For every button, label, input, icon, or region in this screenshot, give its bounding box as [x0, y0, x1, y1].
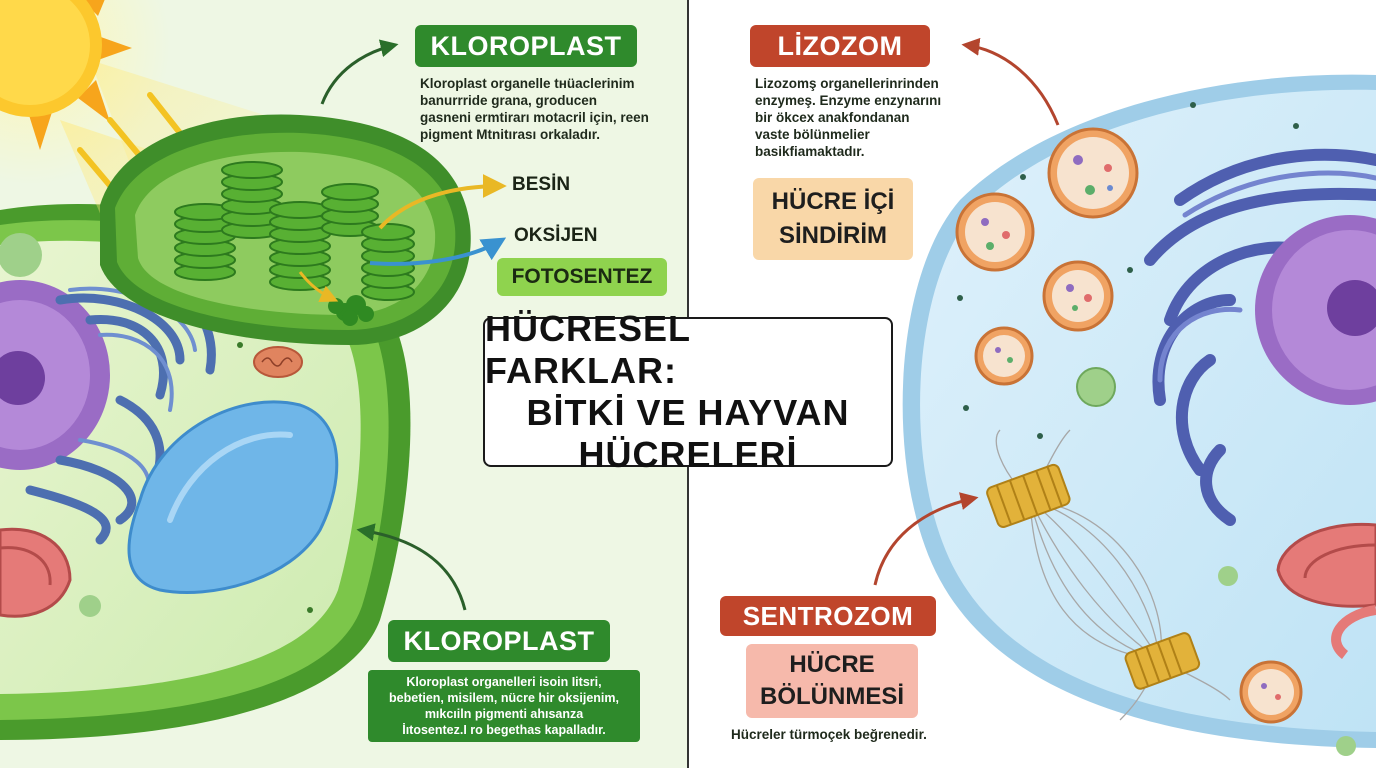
fotosentez-box: FOTOSENTEZ	[497, 258, 667, 296]
sindirim-box: HÜCRE İÇİ SİNDİRİM	[753, 178, 913, 260]
plant-vacuole	[127, 400, 339, 594]
animal-golgi	[1276, 522, 1376, 659]
desc-line: pigment Mtnitırası orkaladır.	[420, 127, 601, 142]
chloroplast-illustration	[100, 114, 471, 345]
bolunme-line: HÜCRE	[789, 651, 875, 678]
desc-line: Lizozomş organellerinrinden	[755, 76, 939, 91]
desc-line: bebetien, misilem, nücre hir oksijenim,	[389, 691, 619, 705]
plant-small-organelle	[79, 595, 101, 617]
bolunme-line: BÖLÜNMESİ	[760, 683, 904, 710]
desc-line: Kloroplast organelle tнüaclerinim	[420, 76, 635, 91]
centrosome	[986, 429, 1231, 721]
sindirim-line: HÜCRE İÇİ	[771, 188, 895, 215]
lysosome	[1047, 127, 1139, 219]
plant-small-organelle	[0, 233, 42, 277]
main-title-box: HÜCRESEL FARKLAR: BİTKİ VE HAYVAN HÜCREL…	[483, 308, 893, 475]
animal-endoplasmic-reticulum	[1144, 148, 1376, 526]
plant-chloroplast-tag-top: KLOROPLAST	[415, 25, 637, 67]
desc-line: enzymeş. Enzyme enzynarını	[755, 93, 942, 108]
sentrozom-tag: SENTROZOM	[720, 596, 936, 636]
plant-golgi	[0, 527, 72, 618]
bolunme-box: HÜCRE BÖLÜNMESİ	[746, 644, 918, 718]
lysosome	[955, 192, 1035, 272]
oksijen-label: OKSİJEN	[514, 225, 598, 246]
plant-nucleus	[0, 280, 110, 470]
arrow-icon	[873, 492, 979, 586]
animal-small-organelle	[1076, 367, 1116, 407]
arrow-icon	[378, 174, 507, 230]
main-title-line: HÜCRELERİ	[578, 434, 798, 475]
desc-line: Kloroplast organelleri isoin Iitsri,	[406, 675, 602, 689]
lizozom-tag: LİZOZOM	[750, 25, 930, 67]
main-title-line: HÜCRESEL FARKLAR:	[485, 308, 691, 391]
lysosome	[974, 326, 1034, 386]
desc-line: banurrride grana, groducen	[420, 93, 598, 108]
animal-er-fill	[1157, 170, 1376, 383]
plant-chloroplast-description-bottom: Kloroplast organelleri isoin Iitsri, beb…	[368, 670, 640, 742]
sindirim-line: SİNDİRİM	[779, 222, 887, 249]
lizozom-description: Lizozomş organellerinrinden enzymeş. Enz…	[755, 75, 975, 160]
lysosome	[1042, 260, 1114, 332]
plant-mitochondrion	[253, 346, 303, 378]
plant-chloroplast-tag-bottom: KLOROPLAST	[388, 620, 610, 662]
desc-line: basikfiamaktadır.	[755, 144, 865, 159]
animal-footer-text: Hücreler türmoçek beğrenedir.	[731, 727, 927, 742]
desc-line: mıkcıiln pigmenti ahısanza	[424, 707, 584, 721]
arrow-icon	[356, 523, 467, 611]
arrow-icon	[369, 237, 507, 266]
animal-small-organelle	[1218, 566, 1238, 586]
main-title-line: BİTKİ VE HAYVAN	[526, 392, 850, 433]
arrow-icon	[298, 271, 339, 303]
animal-nucleus	[1255, 215, 1376, 405]
plant-chloroplast-description-top: Kloroplast organelle tнüaclerinim banurr…	[420, 75, 680, 143]
desc-line: vaste bölünmelier	[755, 127, 870, 142]
desc-line: gasneni ermtirarı motacril için, reen	[420, 110, 649, 125]
animal-small-organelle	[1336, 736, 1356, 756]
desc-line: bir ökcex anakfondanan	[755, 110, 910, 125]
desc-line: İıtosentez.I ro begethas kapalladır.	[402, 723, 606, 737]
arrow-icon	[320, 39, 399, 105]
lysosome	[1239, 660, 1303, 724]
besin-label: BESİN	[512, 174, 571, 195]
arrow-icon	[961, 37, 1060, 126]
